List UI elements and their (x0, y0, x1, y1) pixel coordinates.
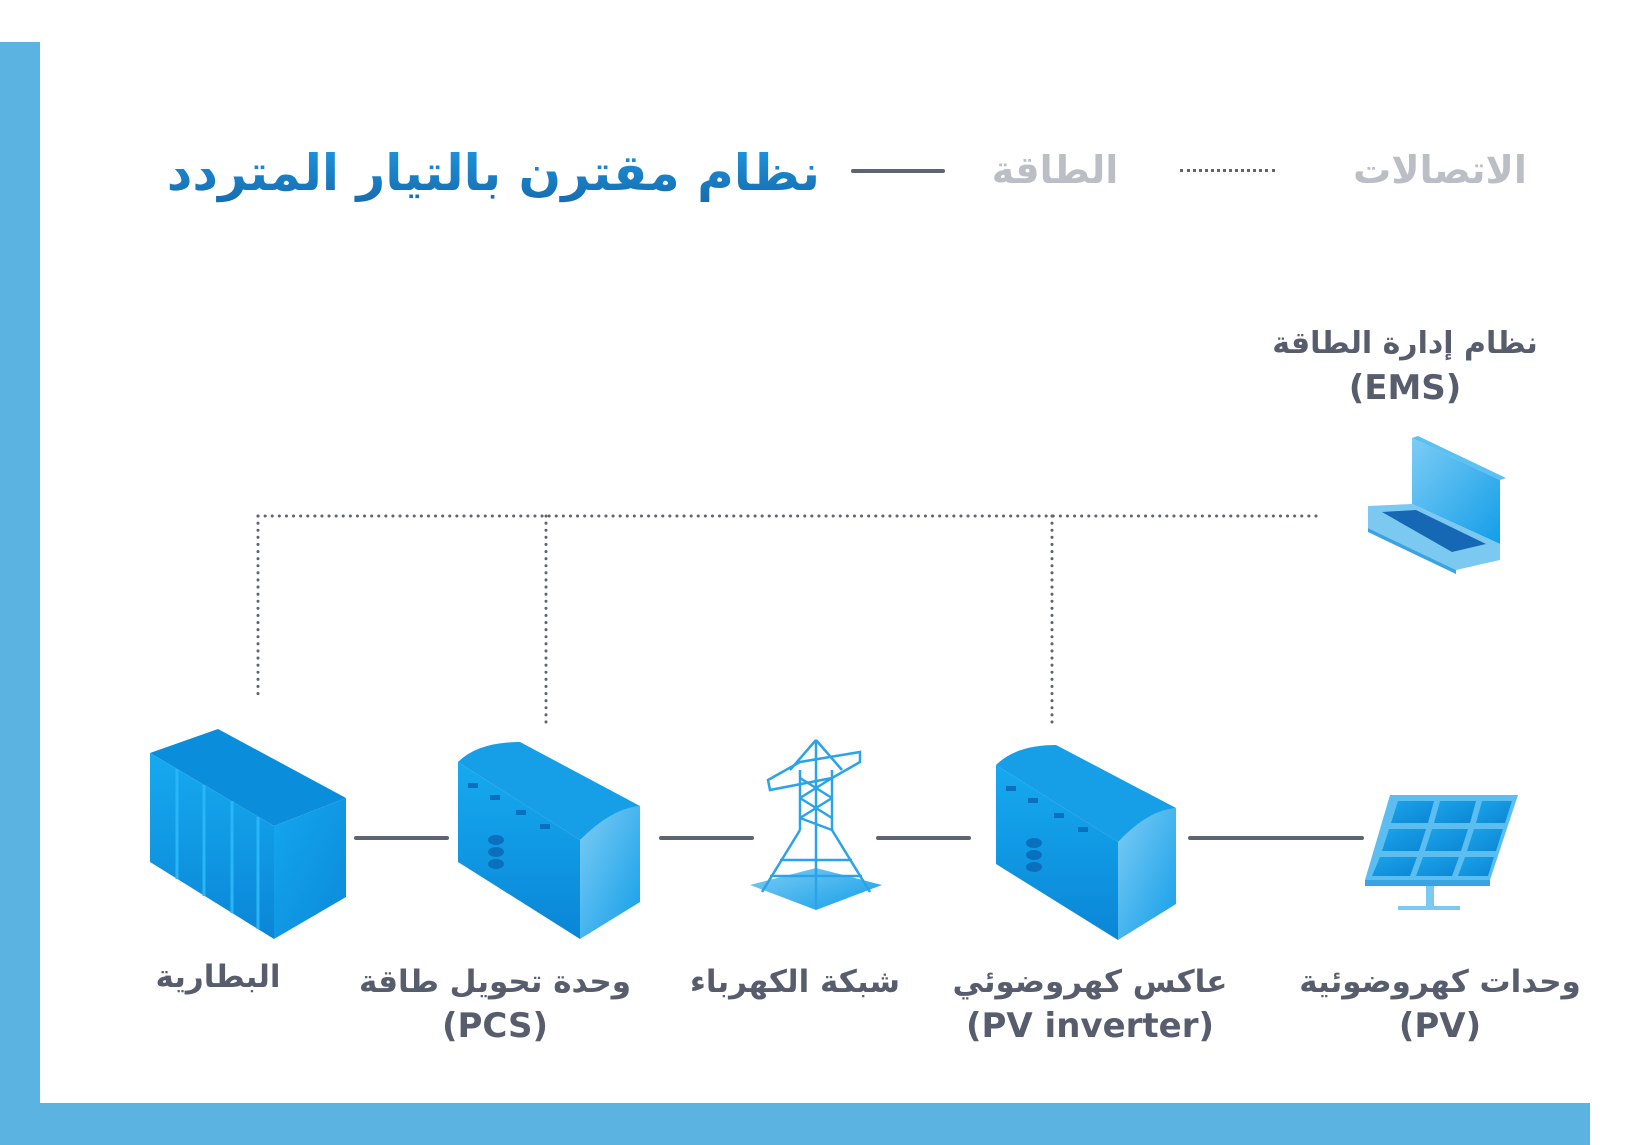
node-label-pcs: وحدة تحويل طاقة (PCS) (330, 960, 660, 1048)
ems-label: نظام إدارة الطاقة (EMS) (1250, 322, 1560, 410)
node-label-pcs-text: وحدة تحويل طاقة (358, 964, 632, 1000)
node-label-pv-abbr: (PV) (1398, 1006, 1482, 1046)
node-label-pv-inverter-text: عاكس كهروضوئي (952, 964, 1228, 1000)
battery-container-icon (150, 729, 346, 939)
frame-left-bar (0, 42, 40, 1145)
ems-label-text: نظام إدارة الطاقة (1272, 326, 1538, 361)
transmission-tower-icon (750, 739, 882, 910)
node-label-grid-text: شبكة الكهرباء (690, 964, 900, 1000)
inverter-cabinet-icon (996, 745, 1176, 940)
node-label-pcs-abbr: (PCS) (441, 1006, 549, 1046)
legend-communication-label: الاتصالات (1353, 148, 1527, 192)
page-title: نظام مقترن بالتيار المتردد (110, 138, 820, 208)
node-label-battery: البطارية (128, 955, 308, 999)
laptop-icon (1368, 436, 1506, 574)
legend-communication-line (1180, 169, 1275, 172)
legend-power-line (851, 169, 945, 173)
node-label-pv: وحدات كهروضوئية (PV) (1280, 960, 1600, 1048)
node-label-battery-text: البطارية (155, 959, 281, 995)
frame-bottom-bar (0, 1103, 1590, 1145)
power-conversion-cabinet-icon (458, 742, 640, 939)
legend-power-label: الطاقة (991, 148, 1119, 192)
communication-lines (256, 514, 1322, 724)
ems-label-abbr: (EMS) (1348, 368, 1462, 408)
solar-panel-icon (1365, 795, 1518, 910)
node-label-grid: شبكة الكهرباء (670, 960, 920, 1004)
node-label-pv-text: وحدات كهروضوئية (1299, 964, 1581, 1000)
node-label-pv-inverter-abbr: (PV inverter) (965, 1006, 1215, 1046)
node-label-pv-inverter: عاكس كهروضوئي (PV inverter) (930, 960, 1250, 1048)
